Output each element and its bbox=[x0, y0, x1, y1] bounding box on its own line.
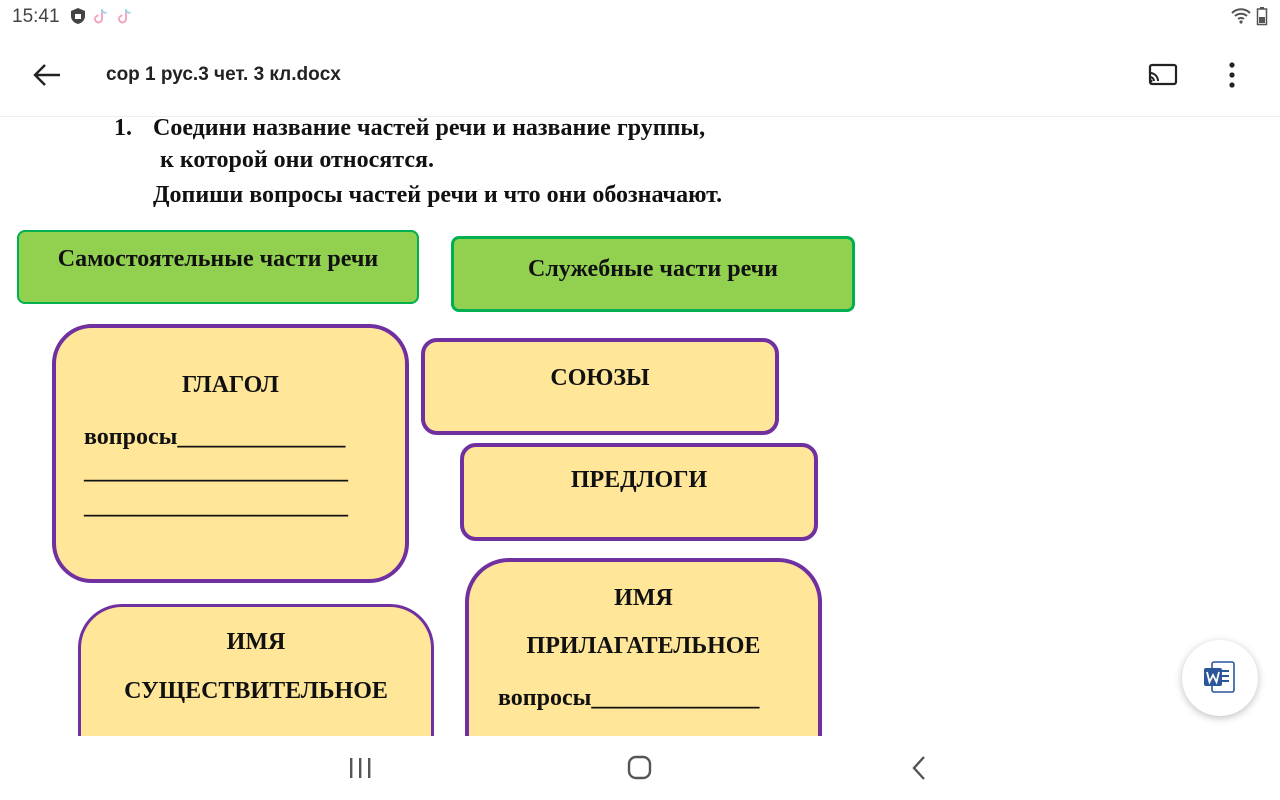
home-button[interactable] bbox=[620, 752, 660, 784]
group-independent-parts: Самостоятельные части речи bbox=[17, 230, 419, 304]
word-icon bbox=[1204, 661, 1235, 693]
card-adjective-questions: вопросы______________ bbox=[498, 685, 760, 711]
document-title: сор 1 рус.3 чет. 3 кл.docx bbox=[106, 64, 341, 85]
card-verb-blank-1: ______________________ bbox=[84, 458, 348, 484]
more-options-button[interactable] bbox=[1218, 59, 1246, 91]
card-prepositions-title: ПРЕДЛОГИ bbox=[570, 467, 708, 493]
status-time: 15:41 bbox=[12, 6, 60, 27]
status-icons-left bbox=[70, 7, 134, 25]
card-conjunctions-title: СОЮЗЫ bbox=[550, 365, 650, 391]
tiktok-icon bbox=[118, 8, 131, 24]
group-auxiliary-parts: Служебные части речи bbox=[451, 236, 855, 312]
card-adjective: ИМЯ ПРИЛАГАТЕЛЬНОЕ вопросы______________ bbox=[465, 558, 822, 736]
status-icons-right bbox=[1230, 6, 1268, 26]
back-arrow-icon bbox=[33, 64, 60, 86]
recents-icon bbox=[350, 758, 371, 778]
card-verb-title: ГЛАГОЛ bbox=[182, 372, 279, 398]
home-icon bbox=[627, 755, 652, 780]
group-independent-label: Самостоятельные части речи bbox=[57, 246, 379, 272]
cast-icon bbox=[1148, 63, 1178, 86]
document-view[interactable]: 1. Соедини название частей речи и назван… bbox=[0, 117, 1280, 736]
status-bar: 15:41 bbox=[0, 0, 1280, 34]
back-button[interactable] bbox=[30, 60, 64, 90]
navigation-bar bbox=[0, 736, 1280, 800]
back-icon bbox=[912, 756, 925, 780]
battery-icon bbox=[1256, 7, 1268, 26]
card-noun-title-2: СУЩЕСТВИТЕЛЬНОЕ bbox=[124, 678, 388, 704]
card-noun-title-1: ИМЯ bbox=[226, 629, 286, 655]
cast-button[interactable] bbox=[1146, 59, 1180, 91]
app-bar: сор 1 рус.3 чет. 3 кл.docx bbox=[0, 34, 1280, 117]
card-prepositions: ПРЕДЛОГИ bbox=[460, 443, 818, 541]
nav-back-button[interactable] bbox=[900, 752, 940, 784]
card-verb-blank-2: ______________________ bbox=[84, 493, 348, 519]
card-adjective-title-2: ПРИЛАГАТЕЛЬНОЕ bbox=[526, 633, 761, 659]
task-line-2: к которой они относятся. bbox=[160, 147, 434, 173]
open-in-word-button[interactable] bbox=[1182, 640, 1258, 716]
task-number: 1. bbox=[114, 117, 132, 141]
more-vert-icon bbox=[1229, 62, 1235, 88]
group-auxiliary-label: Служебные части речи bbox=[527, 256, 778, 282]
card-verb: ГЛАГОЛ вопросы______________ ___________… bbox=[52, 324, 409, 583]
tiktok-icon bbox=[94, 8, 107, 24]
card-noun: ИМЯ СУЩЕСТВИТЕЛЬНОЕ bbox=[78, 604, 434, 736]
card-adjective-title-1: ИМЯ bbox=[614, 585, 673, 611]
card-conjunctions: СОЮЗЫ bbox=[421, 338, 779, 435]
task-line-1: Соедини название частей речи и название … bbox=[153, 117, 706, 141]
wifi-icon bbox=[1231, 8, 1251, 24]
card-verb-questions: вопросы______________ bbox=[84, 424, 346, 450]
recents-button[interactable] bbox=[340, 752, 380, 784]
shield-icon bbox=[71, 8, 85, 24]
task-line-3: Допиши вопросы частей речи и что они обо… bbox=[153, 182, 723, 208]
